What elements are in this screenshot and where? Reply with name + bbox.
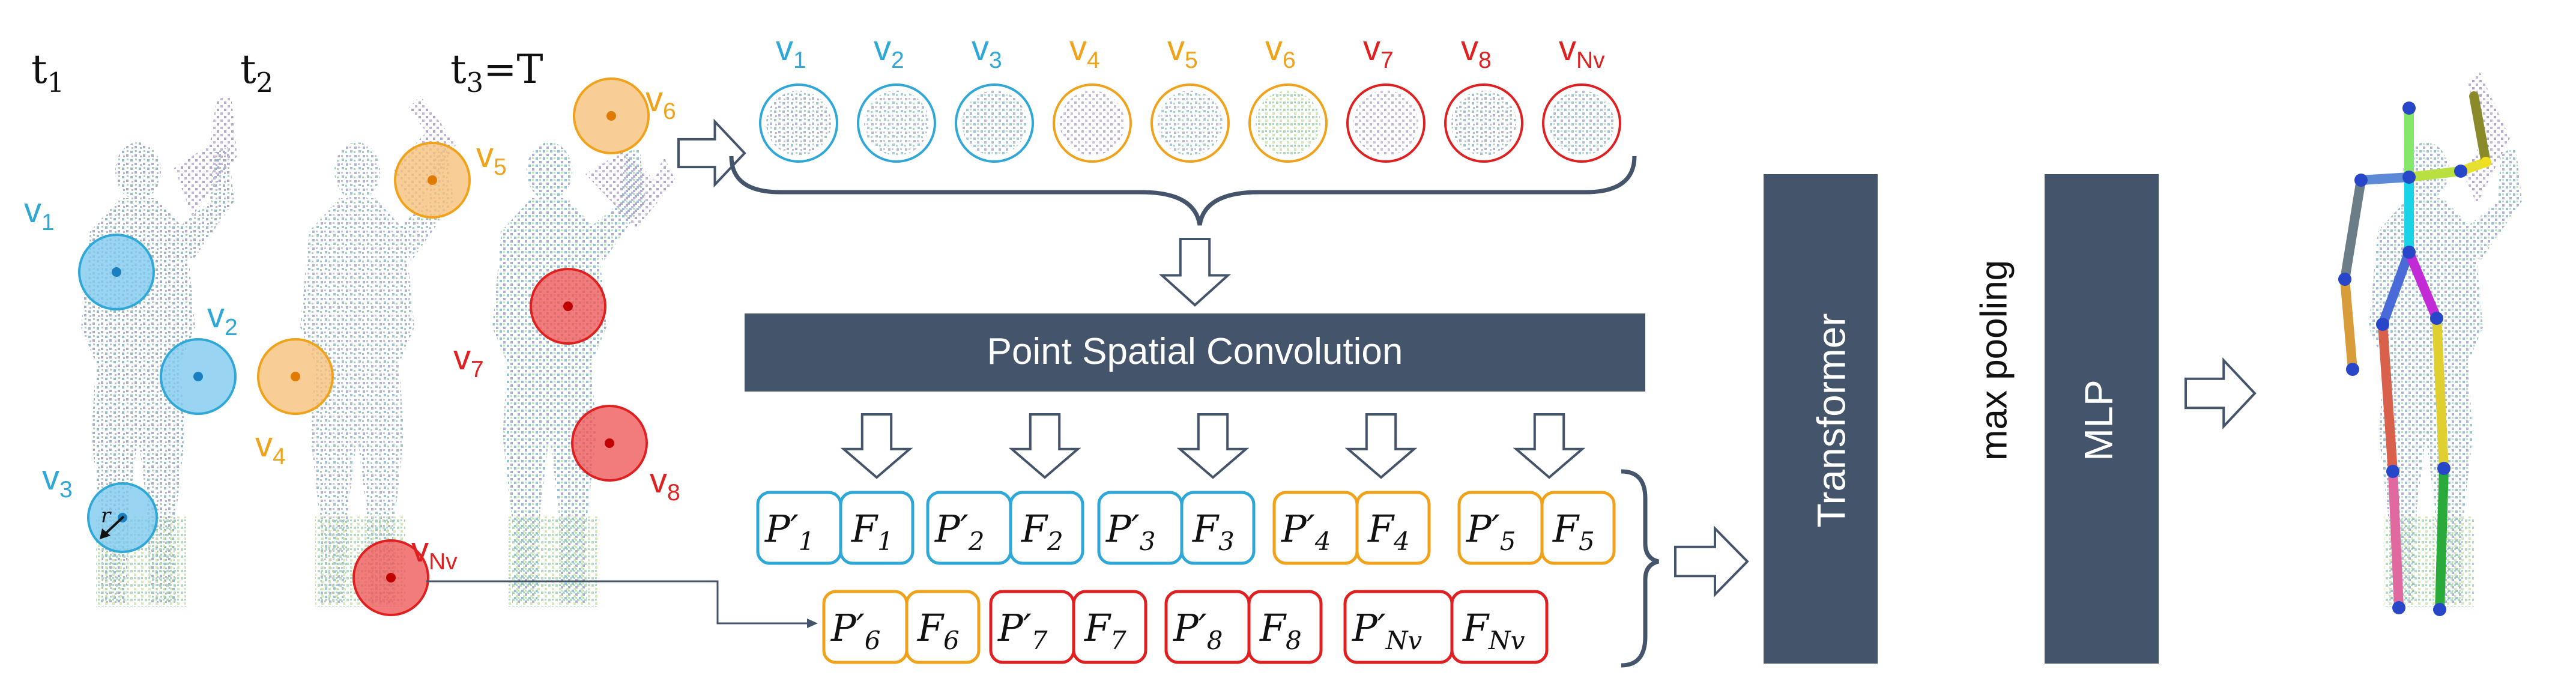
patch-label-4: v4 xyxy=(1069,29,1100,73)
frame-centers: v1 v2 v3 v4 v5 v6 v7 v8 vNv xyxy=(24,77,680,616)
feature-f-label-1: F1 xyxy=(851,507,893,556)
mlp-block xyxy=(2045,174,2159,664)
conv-block xyxy=(745,313,1645,392)
center-label-6: v6 xyxy=(646,80,676,124)
patch-label-3: v3 xyxy=(972,29,1002,73)
feature-p-label-6: P′6 xyxy=(830,606,881,655)
feature-box-f-7 xyxy=(1072,590,1147,664)
feature-p-label-5: P′5 xyxy=(1466,507,1516,556)
patch-points-3 xyxy=(962,91,1027,156)
transformer-block xyxy=(1764,174,1878,664)
center-label-Nv: vNv xyxy=(411,530,458,575)
feature-p-label-Nv: P′Nv xyxy=(1352,606,1423,655)
feature-f-label-7: F7 xyxy=(1084,606,1126,655)
center-point-5 xyxy=(428,175,437,185)
feature-p-label-3: P′3 xyxy=(1105,507,1156,556)
arrow-conv-out-4 xyxy=(1344,413,1418,479)
feature-p-label-8: P′8 xyxy=(1173,606,1223,655)
patch-label-8: v8 xyxy=(1461,29,1492,73)
feature-p-label-4: P′4 xyxy=(1281,507,1331,556)
center-point-4 xyxy=(291,372,300,381)
center-point-6 xyxy=(606,111,616,121)
v6-connector xyxy=(426,580,818,628)
arrow-to-skeleton xyxy=(2184,357,2257,430)
center-label-3: v3 xyxy=(42,458,73,503)
feature-box-f-2 xyxy=(1009,491,1084,565)
center-point-2 xyxy=(193,372,203,381)
feature-p-label-7: P′7 xyxy=(997,606,1048,655)
patch-points-1 xyxy=(766,91,831,156)
patch-label-7: v7 xyxy=(1363,29,1394,73)
feature-pairs: P′1 F1 P′2 F2 P′3 F3 P′4 F4 P′5 F5P′6 F6 P′7 F7 P′8 F8… xyxy=(756,491,1616,664)
feature-box-f-Nv xyxy=(1450,590,1549,664)
feature-f-label-6: F6 xyxy=(917,606,960,655)
feature-brace xyxy=(1621,469,1659,668)
patch-points-Nv xyxy=(1549,91,1614,156)
feature-box-f-1 xyxy=(839,491,915,565)
patch-row: v1 v2 v3 v4 v5 v6 v7 v8 vNv xyxy=(759,29,1621,163)
patch-points-7 xyxy=(1353,91,1418,156)
patch-label-2: v2 xyxy=(874,29,904,73)
hollow-arrows xyxy=(677,118,2257,598)
mlp-label: MLP xyxy=(2076,380,2120,461)
patch-points-4 xyxy=(1060,91,1125,156)
radius-label: r xyxy=(101,504,112,528)
feature-f-label-4: F4 xyxy=(1367,507,1410,556)
skeleton-bones xyxy=(2340,91,2491,614)
feature-f-label-8: F8 xyxy=(1259,606,1302,655)
patch-label-6: v6 xyxy=(1265,29,1296,73)
center-label-5: v5 xyxy=(476,136,507,180)
feature-box-f-3 xyxy=(1180,491,1256,565)
patch-brace xyxy=(729,156,1637,226)
center-label-2: v2 xyxy=(207,296,238,340)
center-label-4: v4 xyxy=(255,425,286,470)
patch-points-5 xyxy=(1158,91,1223,156)
feature-box-f-6 xyxy=(905,590,981,664)
feature-f-label-2: F2 xyxy=(1021,507,1063,556)
time-label-2: t2 xyxy=(240,46,273,98)
arrow-conv-out-5 xyxy=(1513,413,1586,479)
center-point-7 xyxy=(563,301,573,311)
patch-points-2 xyxy=(864,91,929,156)
center-point-Nv xyxy=(386,573,396,583)
arrow-conv-out-3 xyxy=(1176,413,1250,479)
feature-box-f-4 xyxy=(1355,491,1431,565)
radius-indicator: r xyxy=(100,504,125,539)
time-labels: t1 t2 t3=T xyxy=(31,46,543,98)
feature-p-label-2: P′2 xyxy=(934,507,985,556)
center-label-1: v1 xyxy=(24,191,55,235)
center-point-8 xyxy=(605,438,614,448)
patch-label-5: v5 xyxy=(1167,29,1198,73)
patch-label-1: v1 xyxy=(776,29,806,73)
skeleton-joints xyxy=(2338,101,2491,616)
arrow-to-patches xyxy=(677,118,746,188)
conv-label: Point Spatial Convolution xyxy=(987,331,1403,372)
center-label-8: v8 xyxy=(650,461,680,506)
feature-p-label-1: P′1 xyxy=(764,507,815,556)
feature-box-f-5 xyxy=(1540,491,1616,565)
patch-label-Nv: vNv xyxy=(1559,29,1605,73)
point-cloud-frame-3 xyxy=(492,142,676,607)
skeleton-output xyxy=(2338,72,2522,616)
arrow-to-transformer xyxy=(1674,525,1749,598)
feature-f-label-5: F5 xyxy=(1552,507,1595,556)
max-pooling-label: max pooling xyxy=(1973,260,2015,461)
patch-points-6 xyxy=(1256,91,1320,156)
patch-points-8 xyxy=(1451,91,1516,156)
arrow-conv-out-1 xyxy=(840,413,913,479)
center-label-7: v7 xyxy=(453,338,484,383)
time-label-1: t1 xyxy=(31,46,64,98)
arrow-to-conv xyxy=(1158,238,1232,307)
feature-f-label-3: F3 xyxy=(1192,507,1235,556)
center-point-1 xyxy=(112,267,121,277)
transformer-label: Transformer xyxy=(1809,313,1853,528)
feature-f-label-Nv: FNv xyxy=(1462,606,1525,655)
feature-box-f-8 xyxy=(1247,590,1323,664)
time-label-3: t3=T xyxy=(450,46,543,98)
arrow-conv-out-2 xyxy=(1008,413,1081,479)
